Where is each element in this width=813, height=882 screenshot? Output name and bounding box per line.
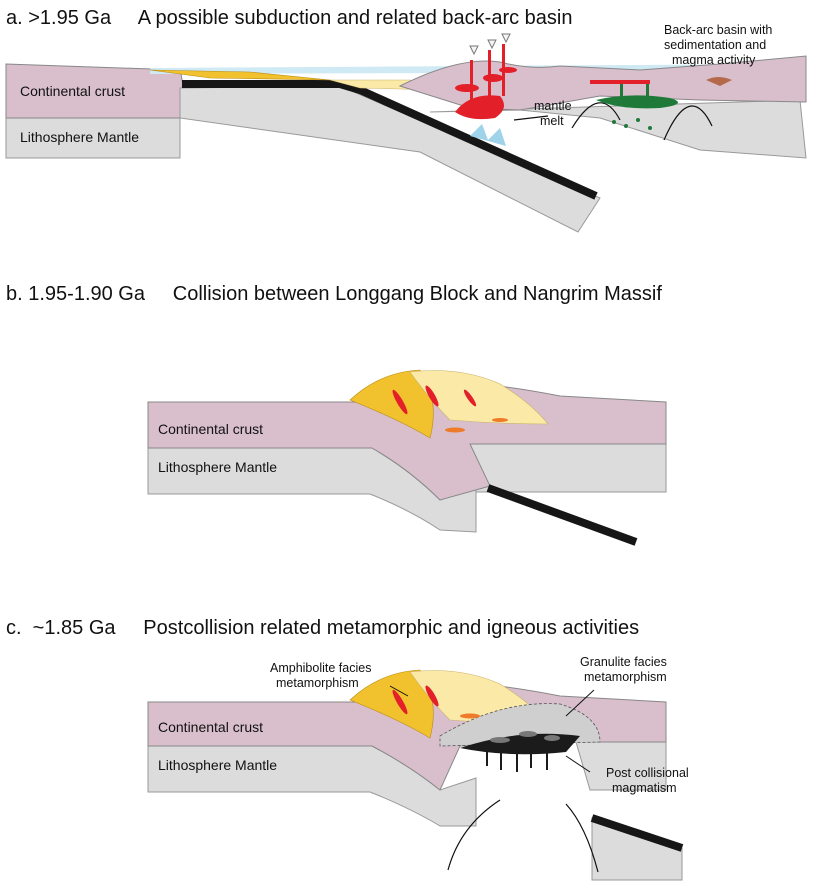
panel-b-title: b. 1.95-1.90 Ga Collision between Longga… — [6, 283, 662, 305]
panel-c-postcol-pointer — [565, 755, 591, 773]
panel-b-fold-yellow — [349, 369, 434, 439]
panel-a-label-crust: Continental crust — [20, 83, 125, 99]
panel-c-granulite-line1: Granulite facies — [580, 655, 667, 669]
panel-c-magma-lenses — [392, 685, 480, 719]
panel-a-arc-magma — [455, 44, 517, 120]
panel-a-convection-arrow-left — [571, 102, 621, 129]
panel-c-title: c. ~1.85 Ga Postcollision related metamo… — [6, 617, 639, 639]
panel-a-mantle-line1: mantle — [534, 99, 572, 113]
panel-a-slab — [182, 80, 598, 200]
panel-a-backarc-line2: sedimentation and — [664, 38, 766, 52]
panel-b-slab — [486, 484, 638, 546]
panel-c-upwelling-arrow-right — [565, 803, 599, 873]
panel-c-label-crust: Continental crust — [158, 719, 263, 735]
panel-a-title: a. >1.95 Ga A possible subduction and re… — [6, 7, 572, 29]
panel-b-fold-light — [409, 370, 549, 425]
panel-c-amphibolite-line2: metamorphism — [276, 676, 359, 690]
panel-c: c. ~1.85 Ga Postcollision related metamo… — [6, 617, 689, 881]
panel-c-detached-slab-block — [591, 817, 683, 881]
panel-c-dikes — [486, 752, 548, 772]
panel-b-label-mantle: Lithosphere Mantle — [158, 459, 277, 475]
panel-a-backarc-line1: Back-arc basin with — [664, 23, 772, 37]
panel-b-right-mantle — [469, 443, 667, 493]
panel-c-amphibolite-line1: Amphibolite facies — [270, 661, 371, 675]
panel-a: a. >1.95 Ga A possible subduction and re… — [5, 7, 807, 233]
panel-a-mantle-line2: melt — [540, 114, 564, 128]
panel-a-convection-arrow-right — [663, 105, 713, 141]
panel-c-granulite-pointer — [565, 689, 595, 717]
panel-c-detached-slab — [590, 814, 684, 852]
panel-c-postcol-line2: magmatism — [612, 781, 677, 795]
panel-a-backarc-line3: magma activity — [672, 53, 756, 67]
panel-a-mantle-arrow — [513, 115, 549, 121]
panel-a-label-mantle: Lithosphere Mantle — [20, 129, 139, 145]
panel-c-plutons — [490, 731, 560, 743]
panel-c-upwelling-arrow-left — [447, 799, 501, 871]
panel-b: b. 1.95-1.90 Ga Collision between Longga… — [6, 283, 667, 546]
panel-c-amphibolite-pointer — [389, 685, 409, 697]
panel-c-label-mantle: Lithosphere Mantle — [158, 757, 277, 773]
panel-b-label-crust: Continental crust — [158, 421, 263, 437]
panel-a-water-fluids — [470, 124, 506, 146]
panel-c-postcol-line1: Post collisional — [606, 766, 689, 780]
panel-c-fold-yellow — [349, 669, 434, 739]
panel-a-backarc-magma — [590, 77, 732, 130]
panel-a-volcano-vents — [469, 33, 511, 56]
panel-b-magma-lenses — [392, 385, 508, 433]
panel-c-granulite-line2: metamorphism — [584, 670, 667, 684]
